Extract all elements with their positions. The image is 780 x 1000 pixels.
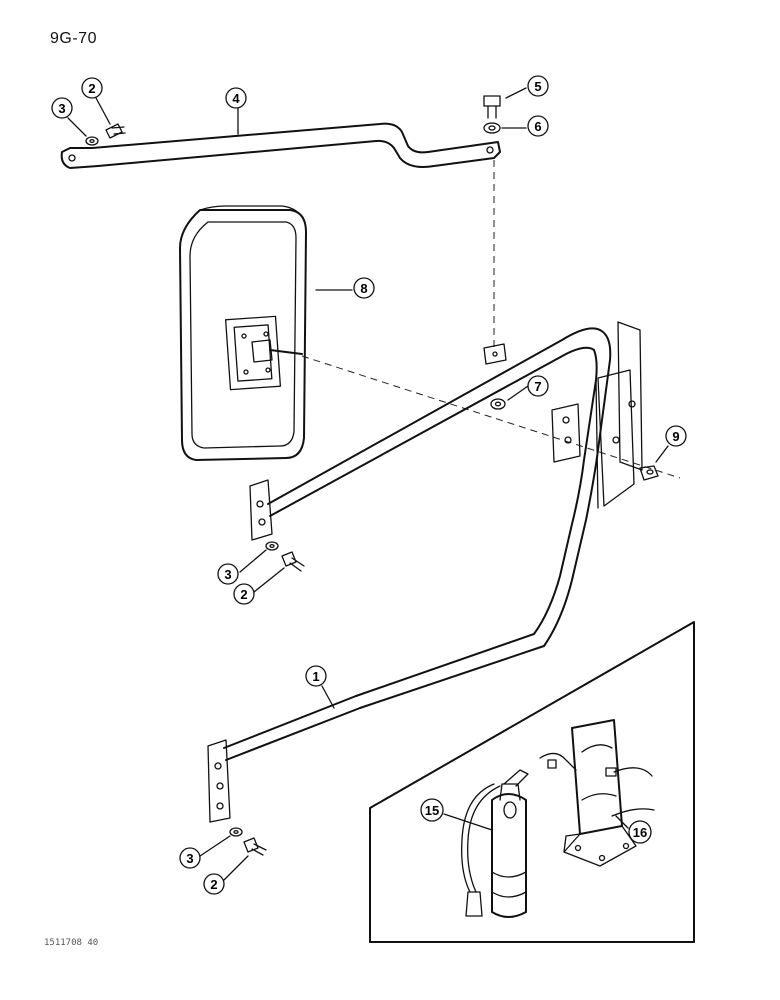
washer-lower [229,827,243,837]
callout-7: 7 [527,375,549,397]
svg-text:7: 7 [534,379,541,394]
cab-mount-bracket [595,321,643,509]
callout-3-bottom: 3 [179,847,201,869]
washer-top-left [85,136,99,146]
callout-2-middle: 2 [233,583,255,605]
callout-9: 9 [665,425,687,447]
washer-middle [265,541,279,551]
callout-1: 1 [305,665,327,687]
mirror-frame [207,327,612,823]
nut-top-right [483,122,501,134]
svg-text:16: 16 [633,825,647,840]
support-bar [60,122,501,169]
svg-text:9: 9 [672,429,679,444]
bolt-top-left [105,123,126,139]
mirror [179,205,307,461]
callout-6: 6 [527,115,549,137]
bolt-lower [243,837,267,856]
callout-16: 16 [628,820,652,844]
bolt-top-right [483,95,501,119]
leader-lines [67,87,669,881]
bolt-middle [281,551,305,572]
figure-code: 1511708 40 [44,938,99,948]
svg-text:6: 6 [534,119,541,134]
nut-7 [490,398,506,410]
svg-text:3: 3 [186,851,193,866]
svg-text:2: 2 [210,877,217,892]
svg-text:4: 4 [232,91,240,106]
callout-2-top: 2 [81,77,103,99]
svg-text:8: 8 [360,281,367,296]
page-code: 9G-70 [50,30,97,47]
callout-3-top: 3 [51,97,73,119]
callout-3-middle: 3 [217,563,239,585]
callout-8: 8 [353,277,375,299]
fire-extinguisher [461,769,529,918]
extinguisher-bracket [539,719,655,867]
svg-text:2: 2 [240,587,247,602]
svg-text:15: 15 [425,803,439,818]
svg-text:3: 3 [224,567,231,582]
nut-9 [639,465,659,481]
svg-text:3: 3 [58,101,65,116]
svg-text:1: 1 [312,669,319,684]
callout-15: 15 [420,798,444,822]
alignment-lines [301,160,681,479]
svg-text:5: 5 [534,79,541,94]
callout-2-bottom: 2 [203,873,225,895]
callout-5: 5 [527,75,549,97]
callout-4: 4 [225,87,247,109]
inset-panel [369,621,695,943]
svg-text:2: 2 [88,81,95,96]
